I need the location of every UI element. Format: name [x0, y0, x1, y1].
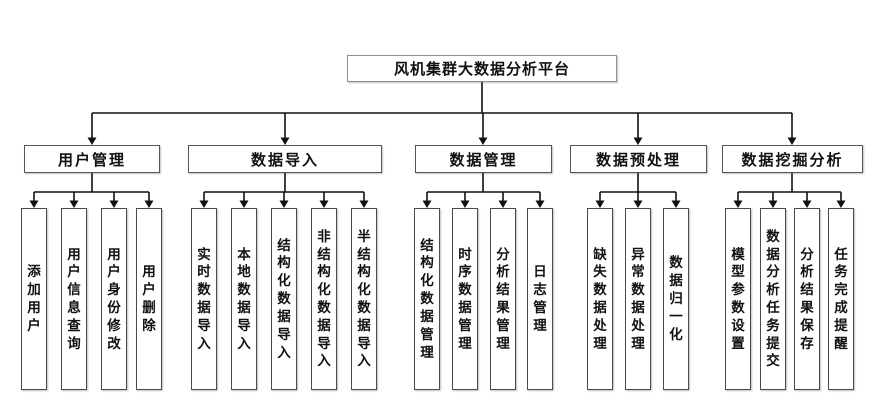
branch-user-management: 用户管理 — [24, 145, 160, 173]
leaf-missing-data: 缺失数据处理 — [587, 208, 613, 390]
leaf-label: 添加用户 — [27, 264, 41, 333]
leaf-structured-data-mgmt: 结构化数据管理 — [414, 208, 440, 390]
leaf-user-id-modify: 用户身份修改 — [101, 208, 127, 390]
leaf-task-done-reminder: 任务完成提醒 — [828, 208, 854, 390]
root-node-platform: 风机集群大数据分析平台 — [347, 55, 617, 82]
leaf-label: 用户信息查询 — [67, 246, 81, 351]
leaf-analysis-result-mgmt: 分析结果管理 — [490, 208, 516, 390]
leaf-abnormal-data: 异常数据处理 — [625, 208, 651, 390]
leaf-label: 日志管理 — [533, 264, 547, 333]
branch-data-import: 数据导入 — [188, 145, 382, 173]
leaf-label: 本地数据导入 — [237, 246, 251, 351]
leaf-data-normalization: 数据归一化 — [663, 208, 689, 390]
leaf-label: 半结构化数据导入 — [357, 228, 371, 369]
leaf-model-params: 模型参数设置 — [725, 208, 751, 390]
leaf-task-submit: 数据分析任务提交 — [760, 208, 786, 390]
leaf-add-user: 添加用户 — [21, 208, 47, 390]
leaf-timeseries-mgmt: 时序数据管理 — [452, 208, 478, 390]
leaf-label: 模型参数设置 — [731, 246, 745, 351]
leaf-label: 异常数据处理 — [631, 246, 645, 351]
branch-data-mining: 数据挖掘分析 — [722, 145, 863, 173]
leaf-label: 分析结果保存 — [800, 246, 814, 351]
leaf-realtime-import: 实时数据导入 — [191, 208, 217, 390]
leaf-label: 非结构化数据导入 — [317, 228, 331, 369]
leaf-result-save: 分析结果保存 — [794, 208, 820, 390]
leaf-semistructured-import: 半结构化数据导入 — [351, 208, 377, 390]
leaf-label: 结构化数据导入 — [277, 237, 291, 360]
leaf-user-info-query: 用户信息查询 — [61, 208, 87, 390]
leaf-user-delete: 用户删除 — [136, 208, 162, 390]
leaf-label: 实时数据导入 — [197, 246, 211, 351]
leaf-label: 缺失数据处理 — [593, 246, 607, 351]
leaf-label: 用户删除 — [142, 264, 156, 333]
leaf-label: 数据分析任务提交 — [766, 228, 780, 369]
leaf-structured-import: 结构化数据导入 — [271, 208, 297, 390]
leaf-unstructured-import: 非结构化数据导入 — [311, 208, 337, 390]
branch-data-preprocessing: 数据预处理 — [570, 145, 707, 173]
leaf-label: 结构化数据管理 — [420, 237, 434, 360]
leaf-label: 任务完成提醒 — [834, 246, 848, 351]
leaf-local-import: 本地数据导入 — [231, 208, 257, 390]
leaf-label: 数据归一化 — [669, 255, 683, 342]
leaf-label: 分析结果管理 — [496, 246, 510, 351]
leaf-label: 用户身份修改 — [107, 246, 121, 351]
branch-data-management: 数据管理 — [415, 145, 552, 173]
leaf-label: 时序数据管理 — [458, 246, 472, 351]
leaf-log-mgmt: 日志管理 — [527, 208, 553, 390]
